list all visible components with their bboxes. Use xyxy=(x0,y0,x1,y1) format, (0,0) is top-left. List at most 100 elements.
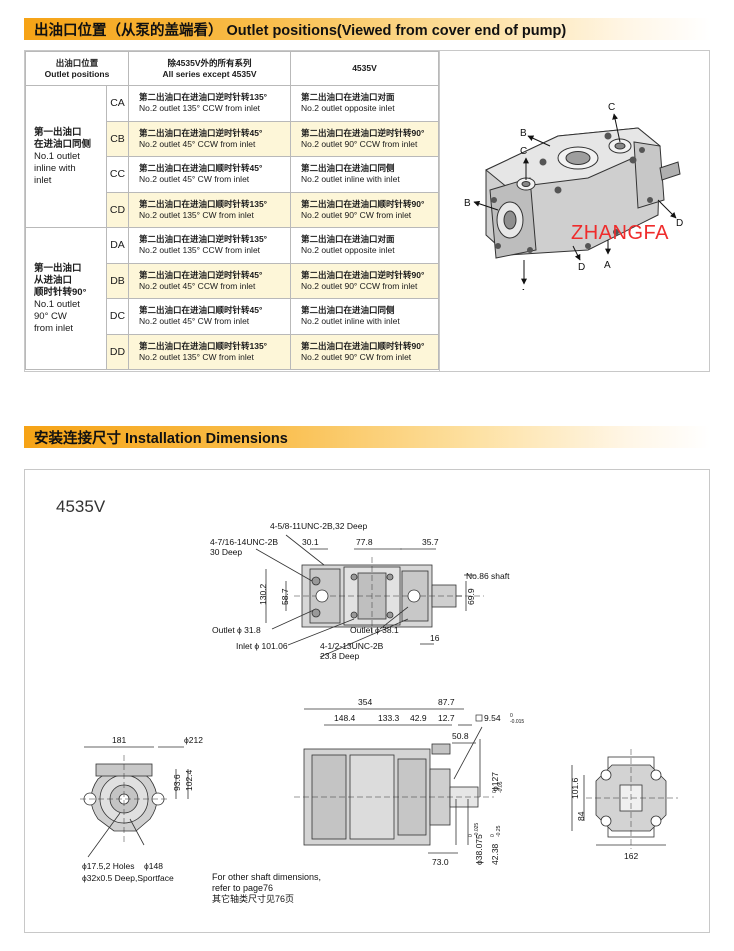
note-line2: refer to page76 xyxy=(212,883,321,894)
dim-12-7: 12.7 xyxy=(438,713,455,723)
outlet-positions-panel: 出油口位置 Outlet positions 除4535V外的所有系列 All … xyxy=(24,50,710,372)
desc-all-series: 第二出油口在进油口逆时针转135°No.2 outlet 135° CCW fr… xyxy=(128,227,291,264)
note-line2-text: refer to page xyxy=(212,883,264,893)
dim-42-38: 42.38 xyxy=(490,843,500,865)
header-cn: 出油口位置 xyxy=(55,57,99,68)
table-row: DD 第二出油口在进油口顺时针转135°No.2 outlet 135° CW … xyxy=(26,333,439,370)
code-cell: DD xyxy=(106,333,129,370)
dim-38-075-tol-dn: -0.025 xyxy=(474,823,480,837)
group-label-en: No.1 outlet xyxy=(34,298,80,310)
desc-en: No.2 outlet 90° CCW from inlet xyxy=(301,280,418,291)
dim-127: ϕ127 xyxy=(490,772,500,791)
dim-38-075-tol-up: 0 xyxy=(468,834,474,837)
note-page: 76 xyxy=(263,883,274,893)
dim-69-9: 69.9 xyxy=(466,588,476,605)
group-label-cn: 顺时针转90° xyxy=(34,286,87,298)
desc-4535v: 第二出油口在进油口顺时针转90°No.2 outlet 90° CW from … xyxy=(290,333,439,370)
dim-130-2: 130.2 xyxy=(258,583,268,605)
table-row: 第一出油口 从进油口 顺时针转90° No.1 outlet 90° CW fr… xyxy=(25,227,439,370)
dim-holes: ϕ17.5,2 Holes xyxy=(82,861,135,871)
desc-en: No.2 outlet 45° CCW from inlet xyxy=(139,280,256,291)
header-cn: 除4535V外的所有系列 xyxy=(167,57,252,68)
dim-133-3: 133.3 xyxy=(378,713,400,723)
desc-cn: 第二出油口在进油口同侧 xyxy=(301,163,395,174)
table-row: DC 第二出油口在进油口顺时针转45°No.2 outlet 45° CW fr… xyxy=(26,298,439,335)
dim-9-54: 9.54 xyxy=(484,713,501,723)
model-title: 4535V xyxy=(56,497,106,516)
dim-162: 162 xyxy=(624,851,638,861)
dim-42-38-tol-up: 0 xyxy=(490,834,496,837)
desc-cn: 第二出油口在进油口顺时针转135° xyxy=(139,198,268,209)
desc-cn: 第二出油口在进油口逆时针转45° xyxy=(139,127,263,138)
desc-cn: 第二出油口在进油口逆时针转45° xyxy=(139,269,263,280)
pump-outlet-diagram: C C B B D D A A xyxy=(464,102,683,290)
dim-148-4: 148.4 xyxy=(334,713,356,723)
code-cell: DB xyxy=(106,262,129,299)
dim-9-54-tol-up: 0 xyxy=(510,713,513,719)
group-label-en: inlet xyxy=(34,174,52,186)
dim-58-7: 58.7 xyxy=(280,588,290,605)
section-banner-outlet: 出油口位置（从泵的盖端看） Outlet positions(Viewed fr… xyxy=(24,18,710,40)
desc-cn: 第二出油口在进油口逆时针转135° xyxy=(139,234,268,245)
dim-30-1: 30.1 xyxy=(302,537,319,547)
desc-cn: 第二出油口在进油口对面 xyxy=(301,92,395,103)
desc-all-series: 第二出油口在进油口顺时针转135°No.2 outlet 135° CW fro… xyxy=(128,333,291,370)
key-square-icon xyxy=(475,714,483,722)
dim-inlet-101: Inlet ϕ 101.06 xyxy=(236,641,288,651)
dim-93-6: 93.6 xyxy=(172,774,182,791)
desc-cn: 第二出油口在进油口顺时针转135° xyxy=(139,340,268,351)
desc-cn: 第二出油口在进油口顺时针转90° xyxy=(301,340,425,351)
dim-top-thread1: 4-5/8-11UNC-2B,32 Deep xyxy=(270,521,367,531)
dim-outlet-38-1: Outlet ϕ 38.1 xyxy=(350,625,399,635)
desc-cn: 第二出油口在进油口逆时针转90° xyxy=(301,127,425,138)
table-row: DB 第二出油口在进油口逆时针转45°No.2 outlet 45° CCW f… xyxy=(26,262,439,299)
label-c-top: C xyxy=(608,102,615,113)
group-d-label: 第一出油口 从进油口 顺时针转90° No.1 outlet 90° CW fr… xyxy=(25,227,107,370)
header-outlet-positions: 出油口位置 Outlet positions xyxy=(25,51,129,86)
dim-top-thread2: 4-7/16-14UNC-2B xyxy=(210,537,278,547)
label-a-bottom: A xyxy=(604,260,611,271)
dim-9-54-tol-dn: -0.015 xyxy=(510,719,524,725)
installation-drawings: 4-5/8-11UNC-2B,32 Deep 4-7/16-14UNC-2B 3… xyxy=(80,521,678,883)
dim-38-075: ϕ38.075 xyxy=(474,834,484,865)
note-line3: 其它轴类尺寸见76页 xyxy=(212,894,295,904)
desc-cn: 第二出油口在进油口逆时针转90° xyxy=(301,269,425,280)
section-title-install: 安装连接尺寸 Installation Dimensions xyxy=(34,430,288,447)
table-header-row: 出油口位置 Outlet positions 除4535V外的所有系列 All … xyxy=(25,51,439,86)
desc-cn: 第二出油口在进油口顺时针转90° xyxy=(301,198,425,209)
code-cell: CA xyxy=(106,85,129,122)
dim-127-tol-up: 0 xyxy=(492,790,498,793)
dim-77-8: 77.8 xyxy=(356,537,373,547)
header-en: Outlet positions xyxy=(44,68,110,79)
group-label-en: No.1 outlet xyxy=(34,150,80,162)
header-en: All series except 4535V xyxy=(162,68,257,79)
dim-shaft-label: No.86 shaft xyxy=(466,571,510,581)
desc-en: No.2 outlet 135° CCW from inlet xyxy=(139,245,261,256)
dim-thread3-depth: 23.8 Deep xyxy=(320,651,359,661)
dim-87-7: 87.7 xyxy=(438,697,455,707)
dim-354: 354 xyxy=(358,697,372,707)
group-label-cn: 第一出油口 xyxy=(34,126,82,138)
dim-35-7: 35.7 xyxy=(422,537,439,547)
label-b-left: B xyxy=(464,198,471,209)
code-cell: DA xyxy=(106,227,129,264)
code-cell: DC xyxy=(106,298,129,335)
shaft-note: For other shaft dimensions, refer to pag… xyxy=(212,872,321,905)
code-cell: CC xyxy=(106,156,129,193)
group-label-en: from inlet xyxy=(34,322,74,334)
desc-en: No.2 outlet 135° CW from inlet xyxy=(139,209,254,220)
desc-en: No.2 outlet 45° CW from inlet xyxy=(139,174,250,185)
dim-16: 16 xyxy=(430,633,440,643)
desc-cn: 第二出油口在进油口顺时针转45° xyxy=(139,305,263,316)
group-label-en: 90° CW xyxy=(34,310,67,322)
dim-thread3: 4-1/2-13UNC-2B xyxy=(320,641,384,651)
section-banner-install: 安装连接尺寸 Installation Dimensions xyxy=(24,426,710,448)
desc-all-series: 第二出油口在进油口逆时针转45°No.2 outlet 45° CCW from… xyxy=(128,262,291,299)
dim-42-38-tol-dn: -0.25 xyxy=(496,825,502,837)
desc-cn: 第二出油口在进油口顺时针转45° xyxy=(139,163,263,174)
desc-en: No.2 outlet 135° CW from inlet xyxy=(139,351,254,362)
label-b-top: B xyxy=(520,128,527,139)
